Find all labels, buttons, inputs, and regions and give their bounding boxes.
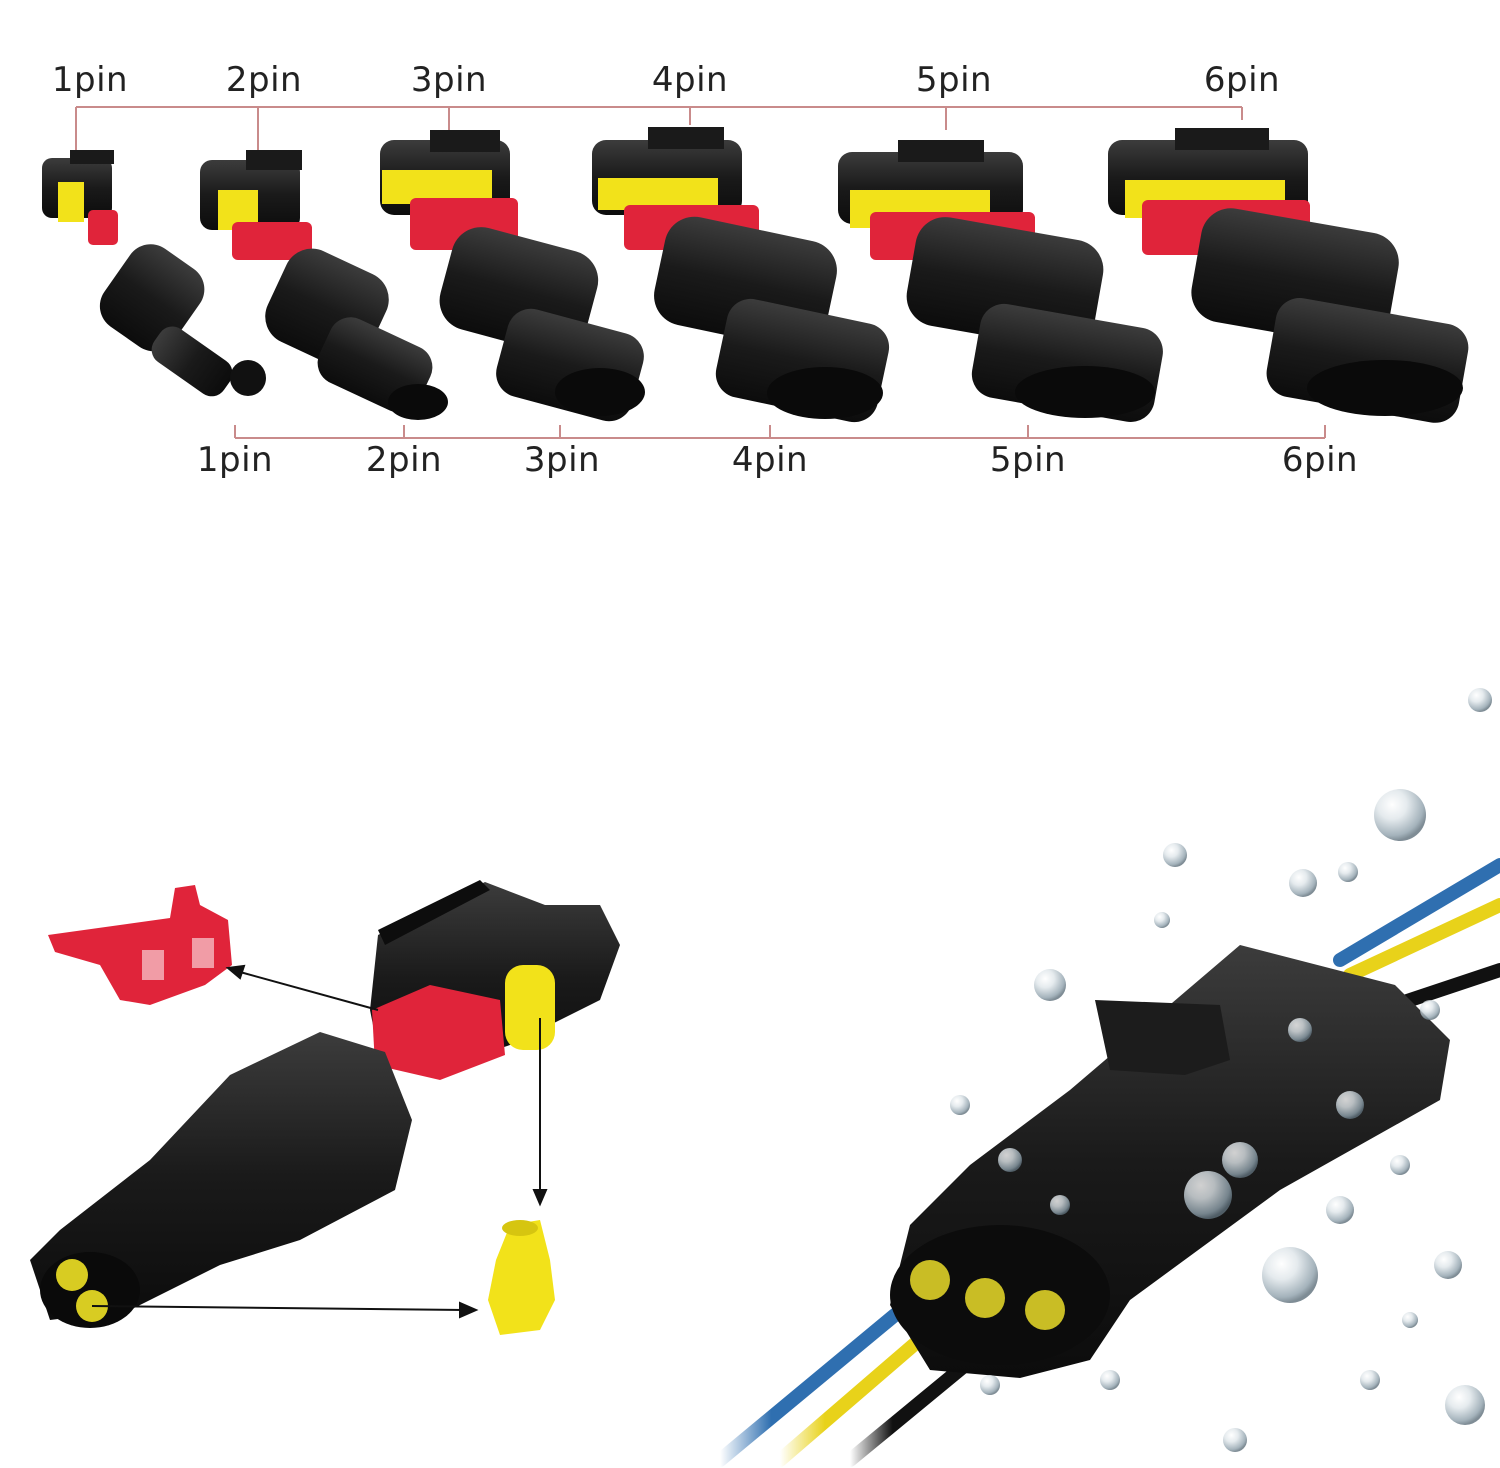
female-connector-5pin xyxy=(838,140,1035,260)
male-connector-4pin xyxy=(654,216,890,423)
male-connector-1pin xyxy=(99,244,266,397)
male-connector-6pin xyxy=(1191,208,1469,423)
top-label-2pin: 2pin xyxy=(225,60,303,100)
male-housing-2pin xyxy=(30,1032,412,1328)
bottom-label-2pin: 2pin xyxy=(365,440,443,480)
exploded-arrows xyxy=(91,964,548,1319)
bottom-label-6pin: 6pin xyxy=(1281,440,1359,480)
top-label-5pin: 5pin xyxy=(915,60,993,100)
female-connector-2pin xyxy=(200,150,312,260)
bottom-label-5pin: 5pin xyxy=(989,440,1067,480)
bottom-label-4pin: 4pin xyxy=(731,440,809,480)
female-housing-2pin xyxy=(370,880,620,1080)
top-label-1pin: 1pin xyxy=(51,60,129,100)
male-connector-3pin xyxy=(439,227,645,422)
top-label-6pin: 6pin xyxy=(1203,60,1281,100)
male-connector-5pin xyxy=(906,217,1163,422)
top-label-4pin: 4pin xyxy=(651,60,729,100)
red-lock-clip xyxy=(48,885,232,1005)
top-label-3pin: 3pin xyxy=(410,60,488,100)
bottom-label-3pin: 3pin xyxy=(523,440,601,480)
top-bracket xyxy=(75,106,1243,150)
bottom-bracket xyxy=(234,425,1326,439)
waterproof-connector xyxy=(890,945,1450,1378)
female-connector-1pin xyxy=(42,150,118,245)
male-connector-2pin xyxy=(265,248,448,420)
yellow-seal xyxy=(488,1220,555,1335)
bottom-label-1pin: 1pin xyxy=(196,440,274,480)
water-droplets xyxy=(950,688,1492,1452)
